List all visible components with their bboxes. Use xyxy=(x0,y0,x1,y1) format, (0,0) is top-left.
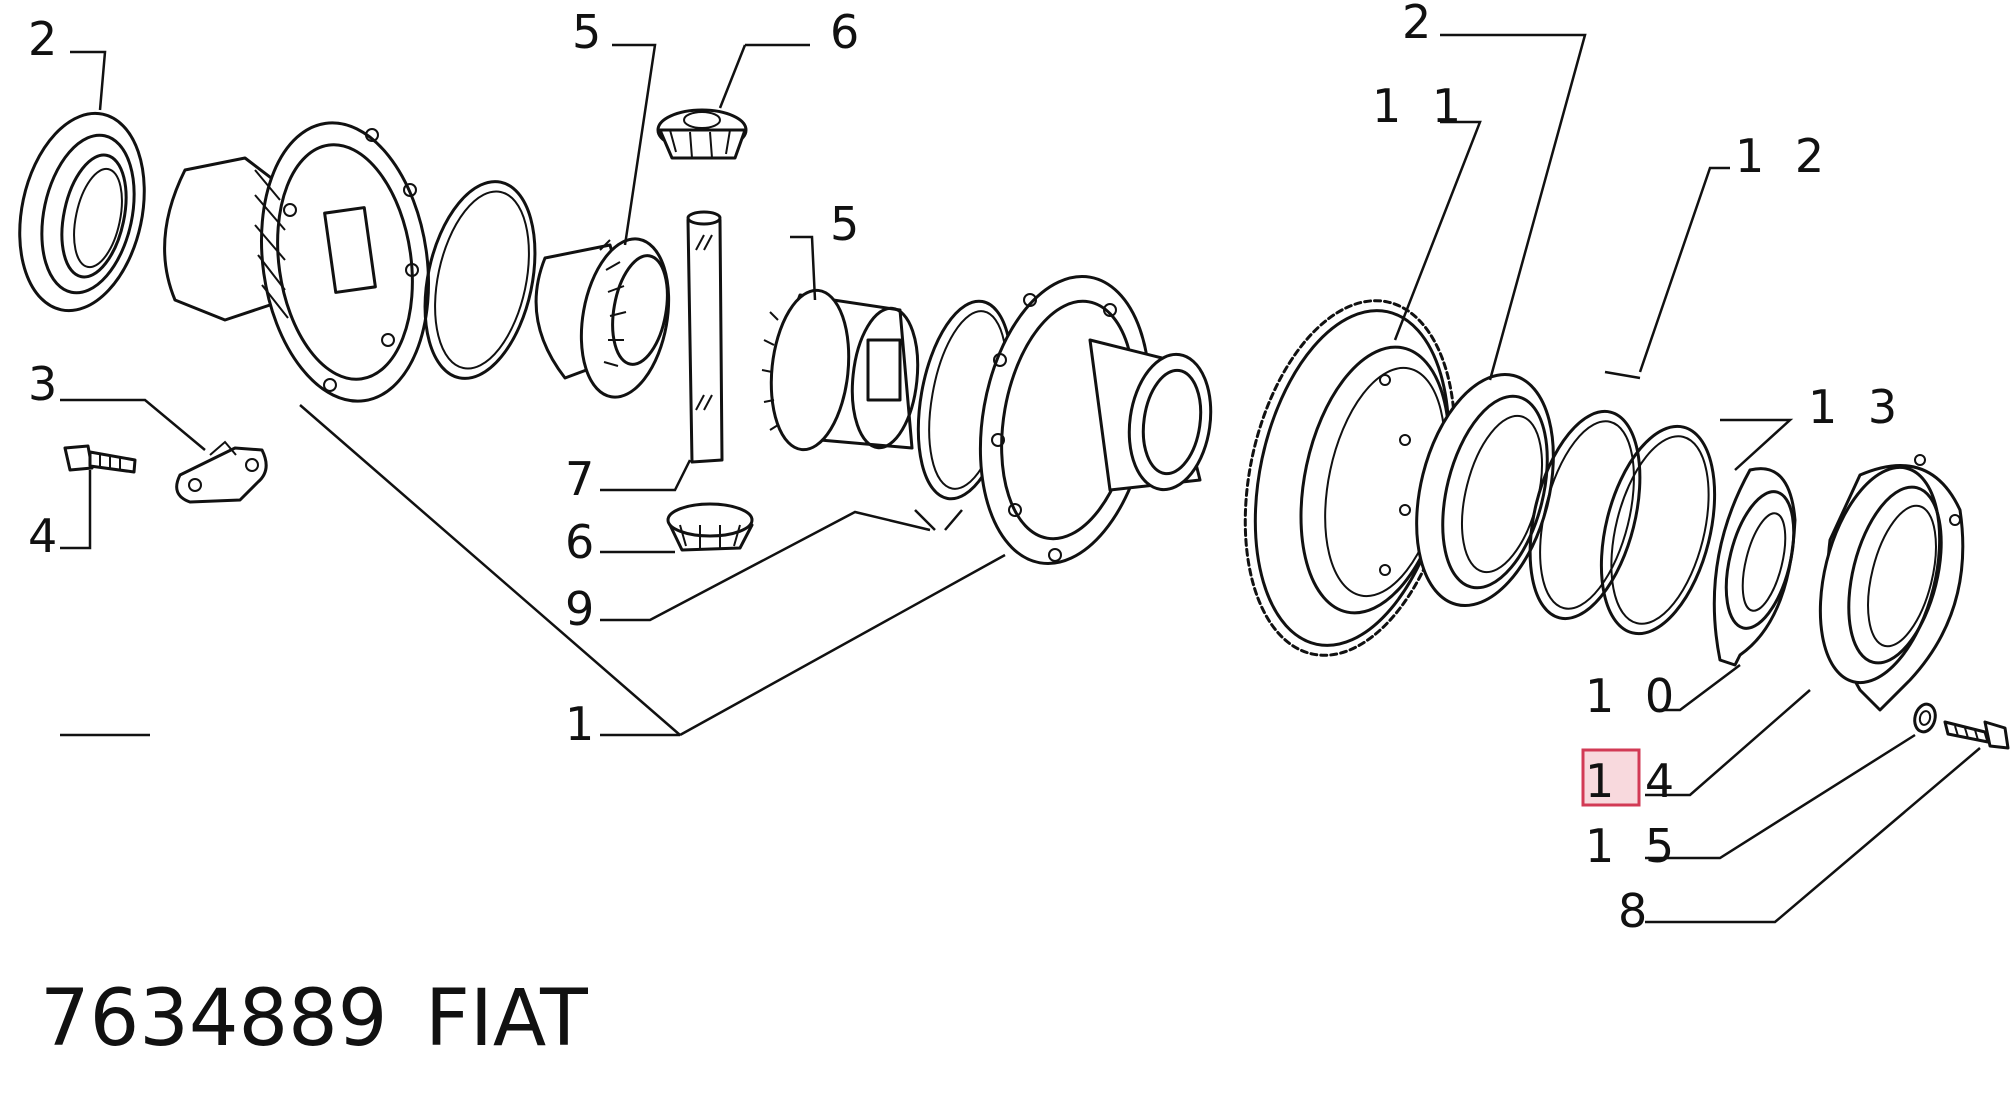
callout-8: 8 xyxy=(1618,884,1655,938)
callout-15: 1 5 xyxy=(1585,819,1682,873)
callout-10: 1 0 xyxy=(1585,669,1682,723)
part-bolt-left xyxy=(63,444,137,474)
part-bolt-right xyxy=(1943,720,2010,750)
callout-12: 1 2 xyxy=(1735,129,1832,183)
part-seal-left xyxy=(18,111,146,313)
part-pinion-upper xyxy=(656,108,748,160)
leader-lines xyxy=(60,33,1981,924)
part-pinion-lower xyxy=(666,502,754,552)
callout-6-bottom: 6 xyxy=(565,515,602,569)
callout-11: 1 1 xyxy=(1372,79,1469,133)
callout-14: 1 4 xyxy=(1585,754,1682,808)
callout-1: 1 xyxy=(565,697,602,751)
part-washer xyxy=(1913,702,1937,734)
callout-9: 9 xyxy=(565,582,602,636)
part-side-gear-upper xyxy=(534,237,671,399)
part-bearing-cover xyxy=(1818,454,1965,712)
part-housing-right xyxy=(978,274,1213,566)
callout-14-highlight xyxy=(1581,748,1641,807)
part-thin-ring-left xyxy=(423,180,537,380)
part-o-ring xyxy=(1599,424,1717,636)
part-housing-left xyxy=(163,121,431,403)
part-seal-plate xyxy=(1712,467,1797,667)
callout-3: 3 xyxy=(28,357,65,411)
callout-6-top: 6 xyxy=(830,5,867,59)
callout-2-right: 2 xyxy=(1402,0,1439,49)
callout-4: 4 xyxy=(28,509,65,563)
part-ring-gear xyxy=(1243,299,1457,657)
part-side-gear-middle xyxy=(761,288,920,452)
callout-2-left: 2 xyxy=(28,12,65,66)
callout-5-middle: 5 xyxy=(830,197,867,251)
caption: 7634889 FIAT xyxy=(40,974,588,1064)
brand-name: FIAT xyxy=(425,974,588,1064)
callout-7: 7 xyxy=(565,452,602,506)
callout-labels: 2 5 6 2 1 1 1 2 5 3 1 3 7 4 6 9 1 0 1 1 … xyxy=(28,0,1905,938)
callout-13: 1 3 xyxy=(1808,380,1905,434)
part-lock-plate xyxy=(175,440,268,504)
part-shim-ring-12 xyxy=(1528,409,1642,621)
part-number: 7634889 xyxy=(40,974,387,1064)
callout-5-top: 5 xyxy=(572,5,609,59)
part-shaft xyxy=(686,210,724,464)
